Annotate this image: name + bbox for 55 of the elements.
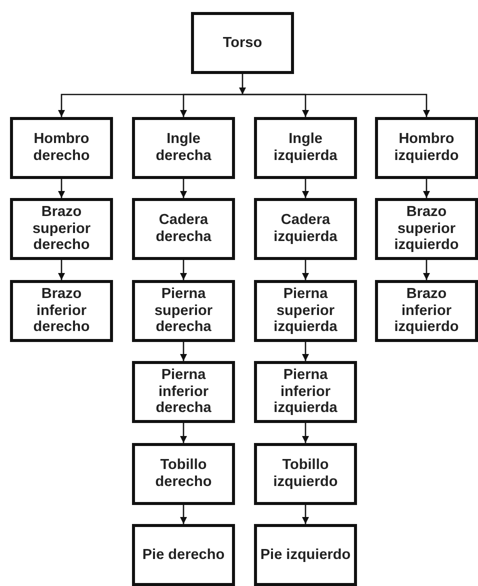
process-box xyxy=(10,280,113,342)
process-box xyxy=(132,117,235,179)
arrow xyxy=(242,94,430,117)
box-label: Torso xyxy=(222,34,264,52)
process-box xyxy=(132,361,235,423)
arrow xyxy=(180,505,187,524)
box-label: Pierna superior izquierda xyxy=(272,286,338,336)
arrow xyxy=(302,260,309,280)
process-box xyxy=(191,12,294,74)
arrow xyxy=(423,179,430,198)
process-box xyxy=(375,280,478,342)
process-box xyxy=(254,443,357,505)
arrow xyxy=(302,505,309,524)
box-label: Tobillo izquierdo xyxy=(272,457,339,491)
box-label: Pie derecho xyxy=(141,546,226,564)
box-label: Pierna inferior izquierda xyxy=(272,366,338,417)
box-label: Pierna inferior derecha xyxy=(154,366,212,417)
arrow xyxy=(302,179,309,198)
box-label: Cadera derecha xyxy=(154,212,212,246)
arrow xyxy=(180,342,187,361)
arrow xyxy=(239,74,246,94)
process-box xyxy=(254,361,357,423)
box-label: Brazo inferior izquierdo xyxy=(393,286,460,336)
box-label: Tobillo derecho xyxy=(154,457,213,491)
process-box xyxy=(254,117,357,179)
arrow xyxy=(180,94,242,117)
process-box xyxy=(132,280,235,342)
arrow xyxy=(180,423,187,443)
process-box xyxy=(132,524,235,586)
process-box xyxy=(10,117,113,179)
box-label: Ingle izquierda xyxy=(272,131,338,165)
box-label: Hombro derecho xyxy=(32,131,91,165)
process-box xyxy=(254,280,357,342)
process-box xyxy=(132,443,235,505)
arrow xyxy=(423,260,430,280)
arrow xyxy=(180,179,187,198)
arrow xyxy=(58,260,65,280)
box-label: Ingle derecha xyxy=(154,131,212,165)
arrow xyxy=(58,179,65,198)
process-box xyxy=(254,524,357,586)
box-label: Cadera izquierda xyxy=(272,212,338,246)
box-label: Pierna superior derecha xyxy=(153,286,214,336)
process-box xyxy=(10,198,113,260)
arrow xyxy=(302,342,309,361)
box-label: Brazo superior derecho xyxy=(31,204,92,254)
box-label: Hombro izquierdo xyxy=(393,131,460,165)
arrow xyxy=(302,423,309,443)
box-label: Brazo inferior derecho xyxy=(32,286,91,336)
process-box xyxy=(132,198,235,260)
process-box xyxy=(254,198,357,260)
process-box xyxy=(375,117,478,179)
arrow xyxy=(180,260,187,280)
process-box xyxy=(375,198,478,260)
box-label: Brazo superior izquierdo xyxy=(393,204,460,254)
box-label: Pie izquierdo xyxy=(259,546,352,564)
